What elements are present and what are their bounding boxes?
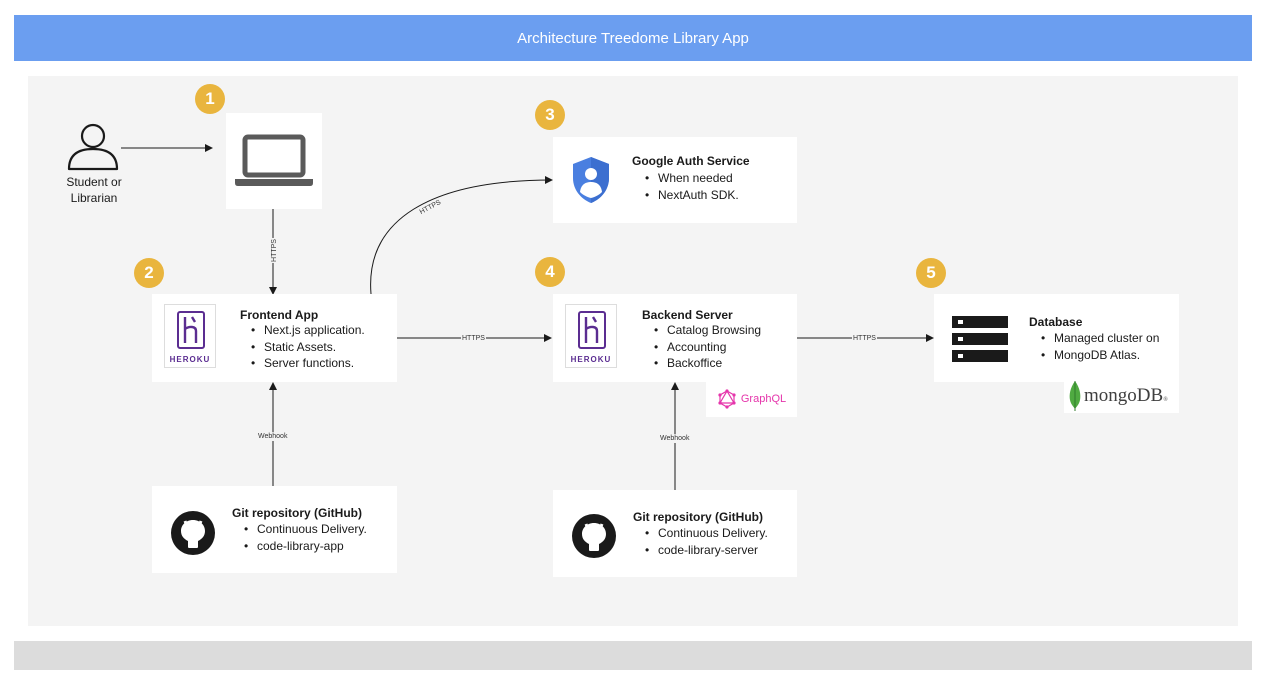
heroku-icon — [177, 311, 205, 349]
edge-label-git-frontend: Webhook — [257, 432, 289, 441]
git-frontend-bullets: Continuous Delivery. code-library-app — [244, 521, 367, 554]
list-item: Next.js application. — [251, 322, 365, 339]
frontend-title: Frontend App — [240, 308, 319, 322]
git-backend-title: Git repository (GitHub) — [633, 510, 763, 524]
step-badge-5: 5 — [916, 258, 946, 288]
list-item: Server functions. — [251, 355, 365, 372]
list-item: Continuous Delivery. — [645, 525, 768, 542]
graphql-badge: GraphQL — [706, 380, 797, 417]
list-item: NextAuth SDK. — [645, 187, 739, 204]
diagram-title: Architecture Treedome Library App — [517, 29, 749, 47]
list-item: code-library-app — [244, 538, 367, 555]
server-stack-icon — [952, 316, 1008, 362]
edge-label-laptop-frontend: HTTPS — [269, 238, 279, 263]
database-title: Database — [1029, 315, 1083, 329]
github-icon — [171, 511, 215, 555]
graphql-icon — [718, 388, 736, 409]
database-bullets: Managed cluster on MongoDB Atlas. — [1041, 330, 1159, 363]
git-frontend-title: Git repository (GitHub) — [232, 506, 362, 520]
list-item: When needed — [645, 170, 739, 187]
heroku-logo: HEROKU — [164, 304, 216, 368]
frontend-app-card: HEROKU Frontend App Next.js application.… — [152, 294, 397, 382]
backend-title: Backend Server — [642, 308, 733, 322]
heroku-logo: HEROKU — [565, 304, 617, 368]
step-badge-1: 1 — [195, 84, 225, 114]
frontend-bullets: Next.js application. Static Assets. Serv… — [251, 322, 365, 372]
mongodb-label: mongoDB — [1084, 385, 1164, 406]
git-backend-bullets: Continuous Delivery. code-library-server — [645, 525, 768, 558]
client-device-card — [226, 113, 322, 209]
github-icon — [572, 514, 616, 558]
google-auth-title: Google Auth Service — [632, 154, 750, 168]
git-repo-backend-card: Git repository (GitHub) Continuous Deliv… — [553, 490, 797, 577]
list-item: Accounting — [654, 339, 761, 356]
graphql-label: GraphQL — [740, 392, 787, 405]
heroku-icon — [578, 311, 606, 349]
list-item: Static Assets. — [251, 339, 365, 356]
footer-bar — [14, 641, 1252, 670]
user-caption: Student or Librarian — [66, 175, 122, 205]
edge-label-frontend-backend: HTTPS — [461, 334, 486, 343]
list-item: MongoDB Atlas. — [1041, 347, 1159, 364]
laptop-icon — [235, 134, 313, 186]
list-item: Managed cluster on — [1041, 330, 1159, 347]
backend-server-card: HEROKU Backend Server Catalog Browsing A… — [553, 294, 797, 382]
google-auth-shield-icon — [573, 157, 609, 203]
list-item: Continuous Delivery. — [244, 521, 367, 538]
database-card: Database Managed cluster on MongoDB Atla… — [934, 294, 1179, 382]
mongodb-trademark: ® — [1163, 397, 1168, 403]
edge-label-backend-db: HTTPS — [852, 334, 877, 343]
step-badge-3: 3 — [535, 100, 565, 130]
google-auth-bullets: When needed NextAuth SDK. — [645, 170, 739, 203]
mongodb-leaf-icon — [1069, 381, 1081, 411]
backend-bullets: Catalog Browsing Accounting Backoffice — [654, 322, 761, 372]
google-auth-card: Google Auth Service When needed NextAuth… — [553, 137, 797, 223]
list-item: code-library-server — [645, 542, 768, 559]
user-icon — [67, 123, 119, 171]
edge-label-git-backend: Webhook — [659, 434, 691, 443]
mongodb-logo: mongoDB® — [1064, 379, 1179, 413]
list-item: Catalog Browsing — [654, 322, 761, 339]
step-badge-2: 2 — [134, 258, 164, 288]
step-badge-4: 4 — [535, 257, 565, 287]
diagram-title-bar: Architecture Treedome Library App — [14, 15, 1252, 61]
list-item: Backoffice — [654, 355, 761, 372]
git-repo-frontend-card: Git repository (GitHub) Continuous Deliv… — [152, 486, 397, 573]
